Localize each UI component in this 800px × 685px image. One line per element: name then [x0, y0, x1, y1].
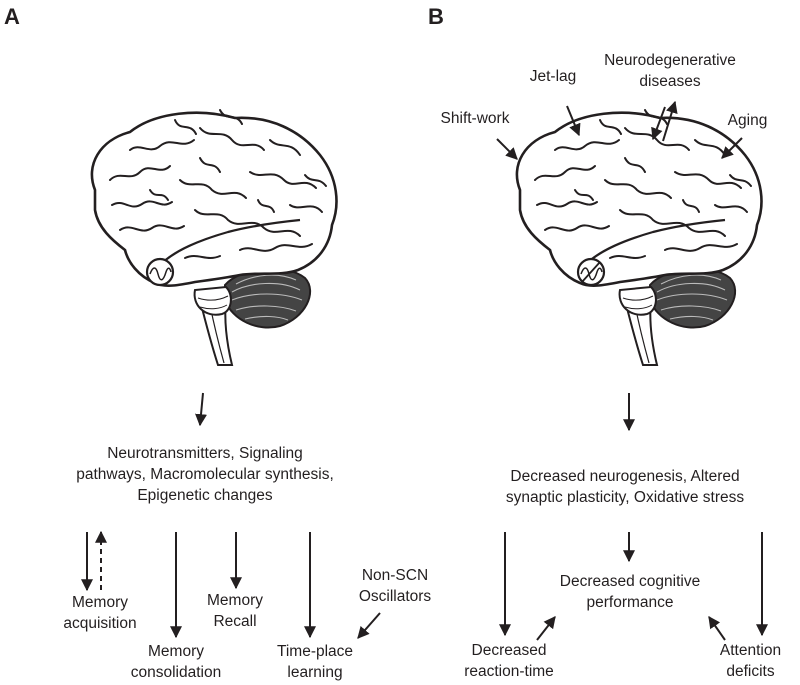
attention-deficits-label: Attention deficits [719, 642, 782, 680]
mechanisms-a-text: Neurotransmitters, Signaling pathways, M… [76, 445, 334, 504]
oscillation-wave-icon [580, 267, 603, 281]
arrow-brain-to-neurodegenerative [662, 100, 678, 142]
memory-acquisition-label: Memory acquisition [63, 594, 137, 632]
jet-lag-label: Jet-lag [529, 68, 577, 85]
memory-consolidation-label: Memory consolidation [130, 643, 222, 681]
arrow-reaction-time-to-performance [536, 616, 556, 641]
mechanisms-b-text: Decreased neurogenesis, Altered synaptic… [505, 468, 745, 506]
disruption-slash-icon [581, 261, 601, 283]
arrow-oscillators-to-learning [357, 612, 381, 639]
scn-oscillator-icon [145, 257, 175, 287]
aging-label: Aging [727, 112, 768, 129]
brain-illustration-b [515, 108, 763, 367]
oscillation-wave-icon [149, 267, 172, 281]
arrow-shift-work [496, 138, 518, 160]
cognitive-performance-label: Decreased cognitive performance [559, 573, 701, 611]
shift-work-label: Shift-work [440, 110, 510, 127]
arrow-attention-to-performance [708, 616, 726, 641]
panel-label-a: A [4, 4, 20, 29]
arrow-jet-lag [566, 105, 581, 137]
non-scn-oscillators-label: Non-SCN Oscillators [358, 567, 432, 605]
reaction-time-label: Decreased reaction-time [464, 642, 554, 680]
arrow-aging [721, 137, 743, 159]
time-place-learning-label: Time-place learning [276, 643, 354, 681]
brain-illustration-a [90, 108, 338, 367]
memory-recall-label: Memory Recall [207, 592, 263, 630]
arrow-brain-to-mechanisms-a [195, 392, 207, 427]
neurodegenerative-diseases-label: Neurodegenerative diseases [604, 52, 736, 90]
arrow-neurodegenerative-to-brain [651, 106, 666, 141]
panel-label-b: B [428, 4, 444, 29]
